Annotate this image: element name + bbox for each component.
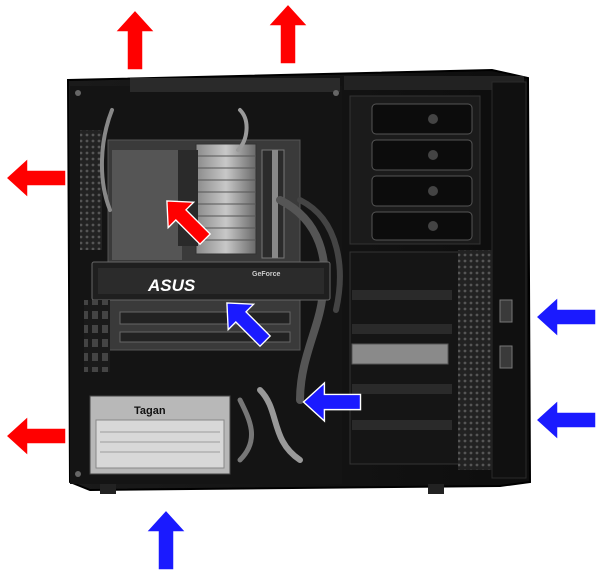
airflow-arrows [4, 2, 597, 571]
gpu-series-label: GeForce [252, 271, 281, 278]
exhaust-arrow-top-right [266, 2, 310, 65]
rear-mesh-vent [80, 130, 102, 250]
front-intake-fan [458, 250, 492, 470]
psu-brand-label: Tagan [134, 405, 166, 417]
airflow-arrow-gpu [226, 302, 272, 348]
drive-bays-5-25 [349, 95, 481, 245]
intake-arrow-front-upper [534, 295, 597, 339]
intake-arrow-front-lower [534, 398, 597, 442]
exhaust-arrow-top-left [113, 8, 157, 71]
hard-drive [351, 343, 449, 365]
intake-arrow-bottom [144, 508, 188, 571]
expansion-slot-covers [84, 300, 110, 372]
usb-port [499, 345, 513, 369]
exhaust-arrow-rear-upper [4, 156, 67, 200]
exhaust-arrow-rear-lower [4, 414, 67, 458]
airflow-arrow-drives [302, 381, 362, 423]
airflow-arrow-cpu [166, 200, 212, 246]
usb-port [499, 299, 513, 323]
power-supply: Tagan [89, 395, 231, 475]
gpu-brand-label: ASUS [147, 276, 196, 295]
graphics-card: ASUS GeForce [91, 261, 331, 301]
hard-drive-cage [349, 250, 492, 470]
cpu-cooler [178, 143, 257, 255]
